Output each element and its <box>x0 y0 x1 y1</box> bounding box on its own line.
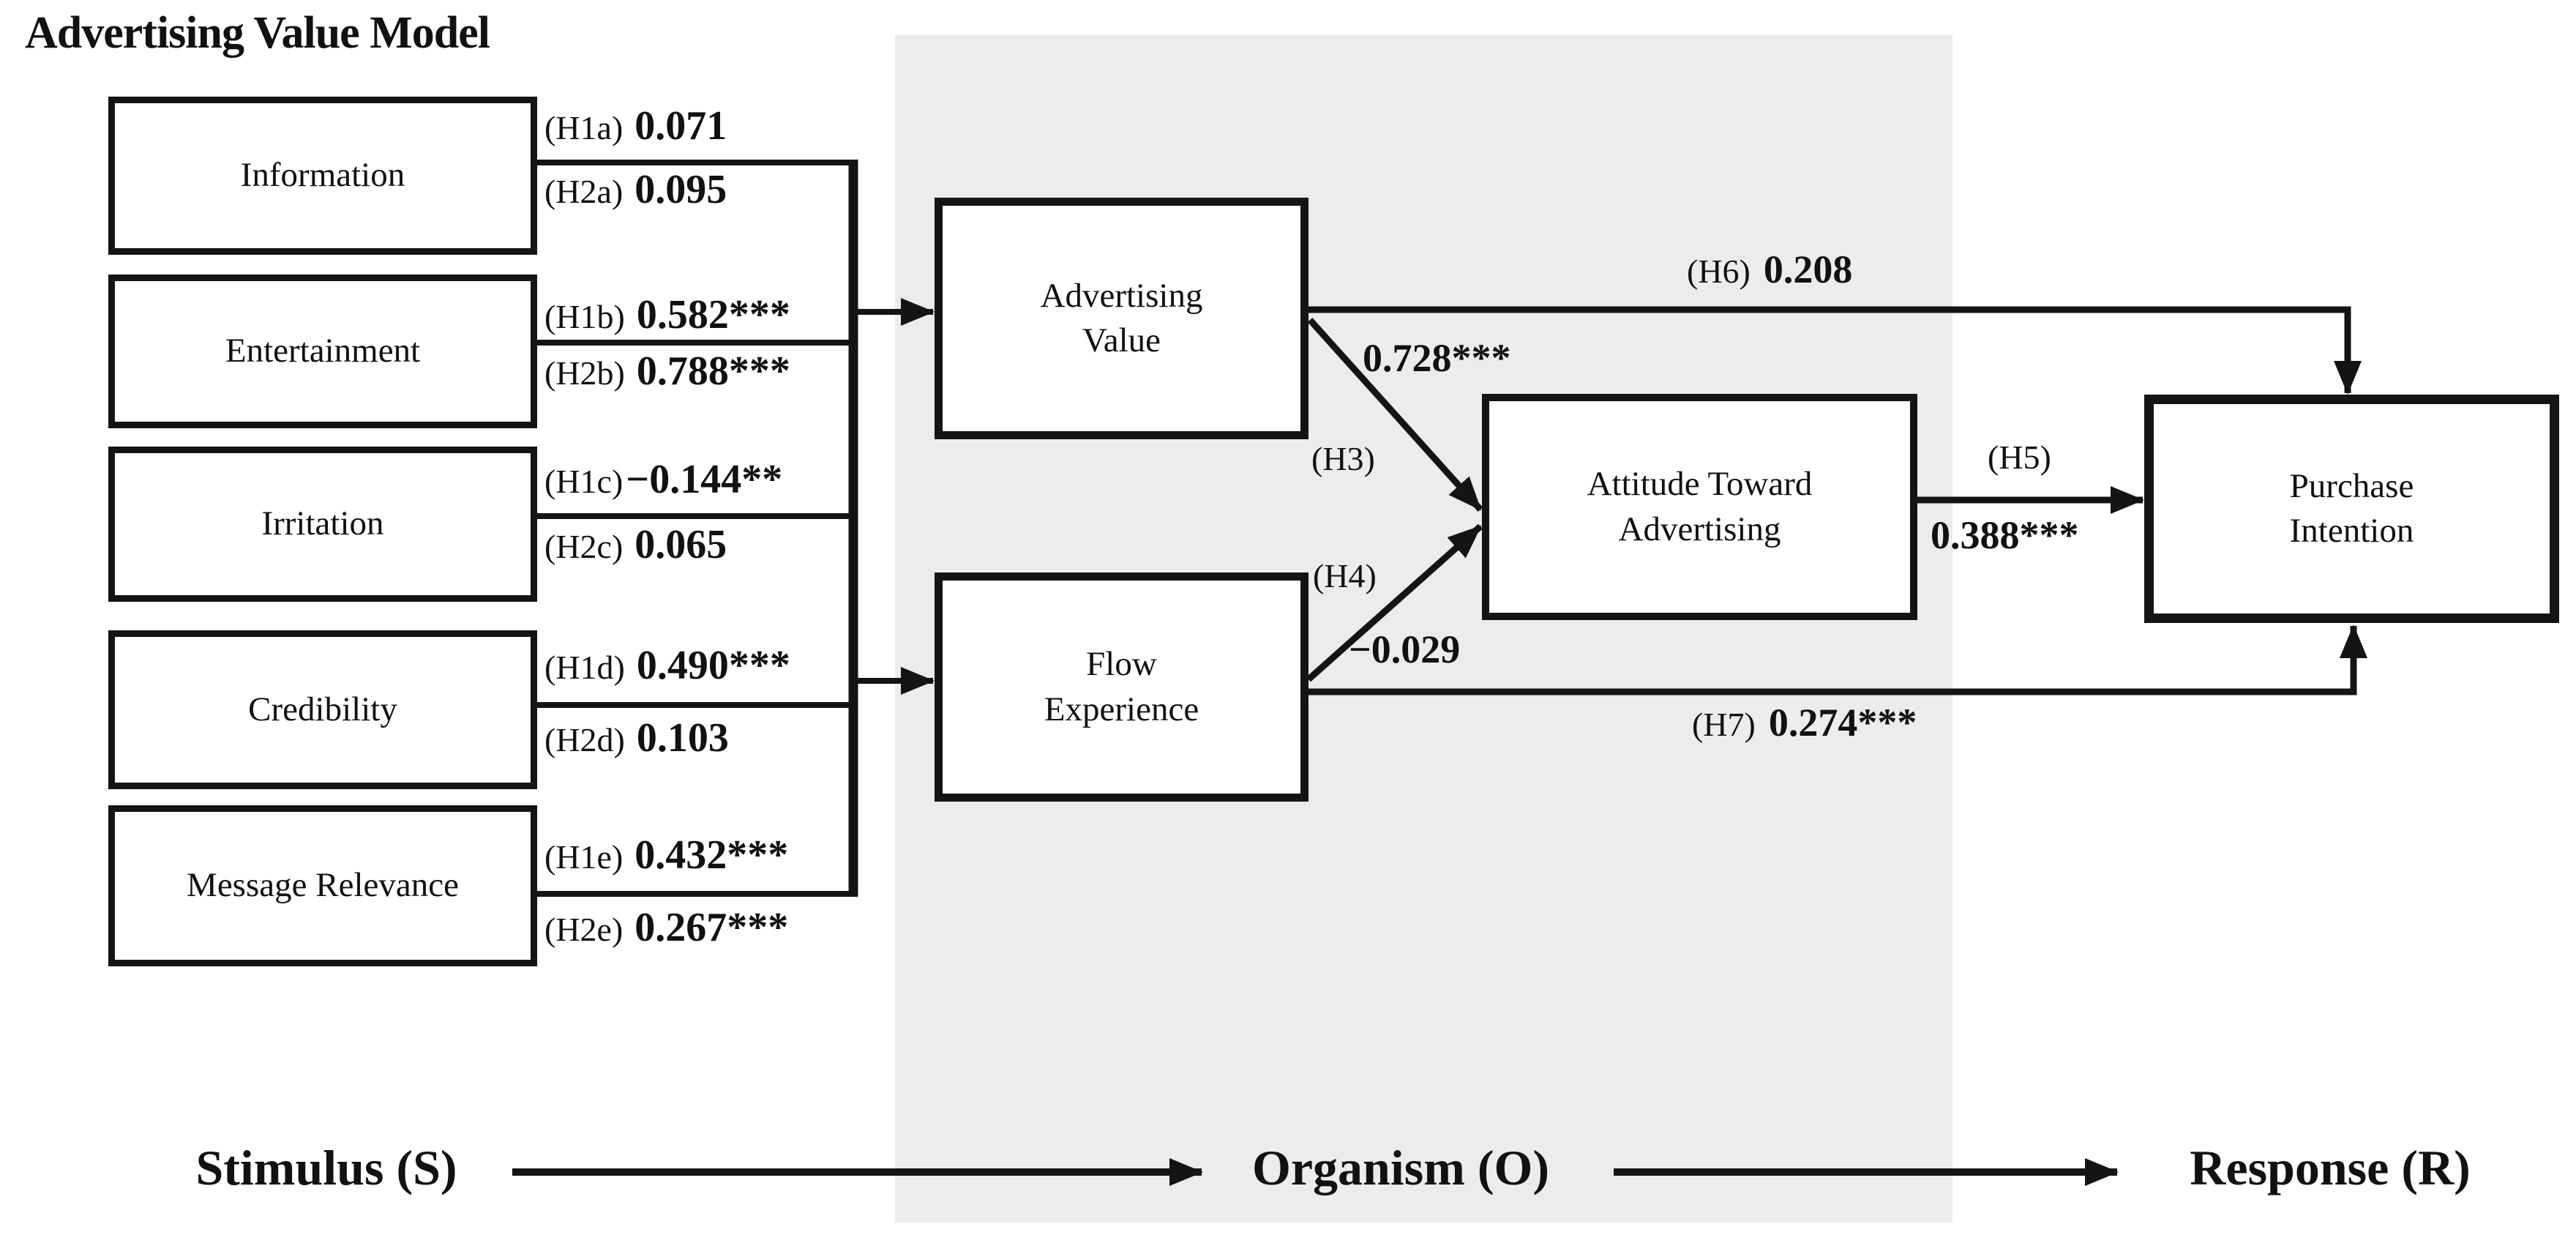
h1b-label: (H1b) 0.582*** <box>544 291 790 338</box>
h3-value: 0.728*** <box>1363 336 1511 380</box>
flow-experience-box: Flow Experience <box>935 572 1308 802</box>
h2b-label: (H2b) 0.788*** <box>544 348 790 395</box>
h2a-tag: (H2a) <box>544 173 624 210</box>
h3-tag: (H3) <box>1311 440 1375 477</box>
h4-value: −0.029 <box>1349 627 1461 671</box>
h5-tag-label: (H5) <box>1988 438 2051 477</box>
h1a-tag: (H1a) <box>544 109 624 146</box>
h1a-value: 0.071 <box>634 103 727 149</box>
credibility-box: Credibility <box>108 630 537 789</box>
h1e-value: 0.432*** <box>634 832 789 878</box>
h7-arrow <box>1308 624 2367 695</box>
h6-label: (H6) 0.208 <box>1687 247 1852 292</box>
h1d-value: 0.490*** <box>636 643 790 688</box>
information-box: Information <box>108 97 537 255</box>
advertising-value-box: Advertising Value <box>935 198 1308 439</box>
h3-tag-label: (H3) <box>1311 439 1375 478</box>
attitude-toward-advertising-box: Attitude Toward Advertising <box>1482 394 1917 620</box>
entertainment-box: Entertainment <box>108 275 537 428</box>
h2c-tag: (H2c) <box>544 528 624 565</box>
organism-label: Organism (O) <box>1251 1140 1550 1195</box>
h1e-label: (H1e) 0.432*** <box>544 832 788 878</box>
h2c-value: 0.065 <box>634 522 727 567</box>
h2c-label: (H2c) 0.065 <box>544 521 727 568</box>
h1e-tag: (H1e) <box>544 838 624 876</box>
h2d-label: (H2d) 0.103 <box>544 715 729 761</box>
h5-tag: (H5) <box>1988 439 2051 476</box>
h2e-value: 0.267*** <box>634 905 789 950</box>
h1b-tag: (H1b) <box>544 298 625 335</box>
h2a-label: (H2a) 0.095 <box>544 166 727 213</box>
h3-arrow <box>1307 317 1483 512</box>
h6-value: 0.208 <box>1763 247 1853 291</box>
h4-arrow <box>1306 523 1483 682</box>
h7-label: (H7) 0.274*** <box>1692 700 1917 745</box>
h7-value: 0.274*** <box>1768 701 1917 745</box>
h1d-label: (H1d) 0.490*** <box>544 642 790 689</box>
h1b-value: 0.582*** <box>636 292 790 337</box>
stimulus-label: Stimulus (S) <box>195 1140 457 1195</box>
h2e-label: (H2e) 0.267*** <box>544 904 788 951</box>
h2a-value: 0.095 <box>634 167 727 212</box>
diagram-title: Advertising Value Model <box>25 8 490 58</box>
h6-arrow <box>1308 306 2362 395</box>
h1c-tag: (H1c) <box>544 463 624 500</box>
h5-value: 0.388*** <box>1931 513 2079 557</box>
h1a-label: (H1a) 0.071 <box>544 102 727 149</box>
h3-value-label: 0.728*** <box>1363 335 1511 381</box>
h2e-tag: (H2e) <box>544 911 624 948</box>
irritation-box: Irritation <box>108 447 537 602</box>
purchase-intention-box: Purchase Intention <box>2144 395 2559 623</box>
h6-tag: (H6) <box>1687 253 1751 290</box>
h1c-value: −0.144** <box>626 457 783 502</box>
response-label: Response (R) <box>2190 1140 2471 1195</box>
h1c-label: (H1c) −0.144** <box>544 456 782 503</box>
h2b-tag: (H2b) <box>544 354 625 392</box>
h4-value-label: −0.029 <box>1349 627 1460 672</box>
h4-tag: (H4) <box>1313 557 1377 594</box>
h4-tag-label: (H4) <box>1313 556 1377 595</box>
h1d-tag: (H1d) <box>544 649 625 686</box>
h2d-tag: (H2d) <box>544 721 625 758</box>
h2d-value: 0.103 <box>636 715 729 761</box>
h7-tag: (H7) <box>1692 706 1756 743</box>
message-relevance-box: Message Relevance <box>108 805 537 966</box>
h5-value-label: 0.388*** <box>1931 512 2079 558</box>
h2b-value: 0.788*** <box>636 348 790 394</box>
